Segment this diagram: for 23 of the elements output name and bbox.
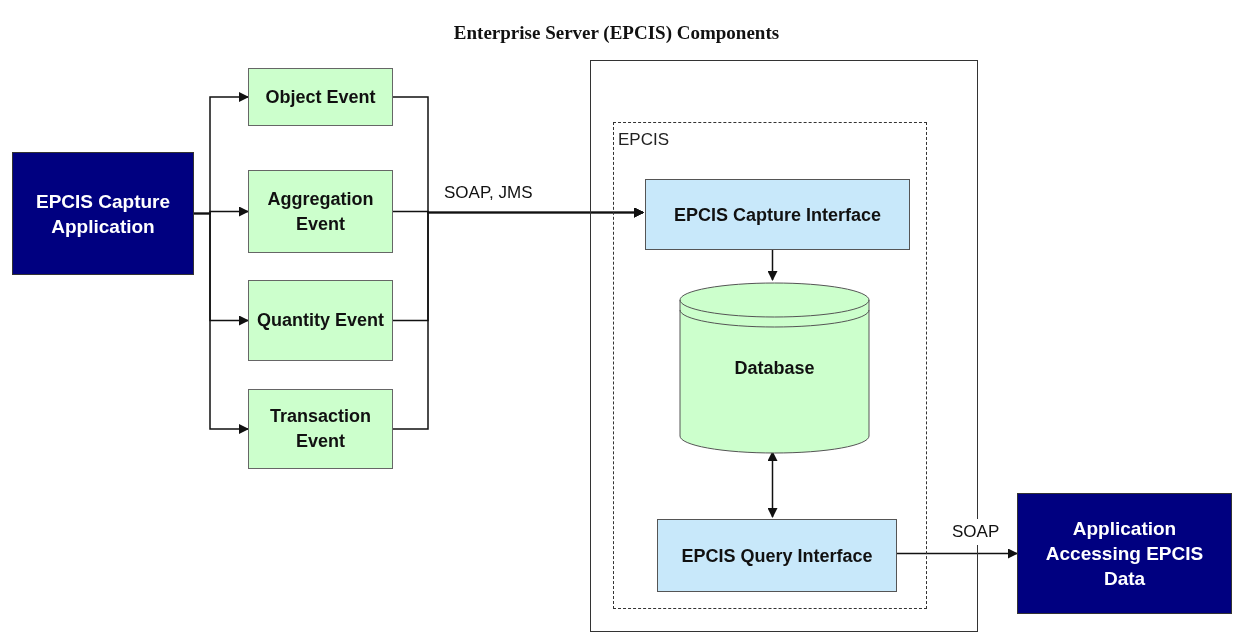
- event-box: [248, 389, 393, 469]
- node-label: Application Accessing EPCIS Data: [1044, 517, 1205, 591]
- interface-box: [645, 179, 910, 250]
- application-box: [1017, 493, 1232, 614]
- event-box: [248, 280, 393, 361]
- node-label: Aggregation Event: [266, 187, 375, 236]
- application-box: [12, 152, 194, 275]
- node-label: EPCIS Capture Interface: [673, 203, 882, 227]
- node-label: EPCIS Query Interface: [681, 544, 873, 568]
- diagram-title: Enterprise Server (EPCIS) Components: [453, 21, 780, 45]
- node-label: Transaction Event: [269, 405, 372, 453]
- event-box: [248, 170, 393, 253]
- connector-arrow: [392, 207, 644, 430]
- connector-arrow: [193, 212, 249, 434]
- node-label: Object Event: [265, 85, 376, 109]
- node-label: EPCIS: [618, 130, 670, 149]
- connector-arrow: [767, 451, 778, 518]
- event-box: [248, 68, 393, 126]
- node-label: Quantity Event: [257, 309, 384, 332]
- node-label: EPCIS Capture Application: [34, 189, 172, 239]
- interface-box: [657, 519, 897, 592]
- component-frame: [613, 122, 927, 609]
- node-label: Database: [734, 357, 815, 378]
